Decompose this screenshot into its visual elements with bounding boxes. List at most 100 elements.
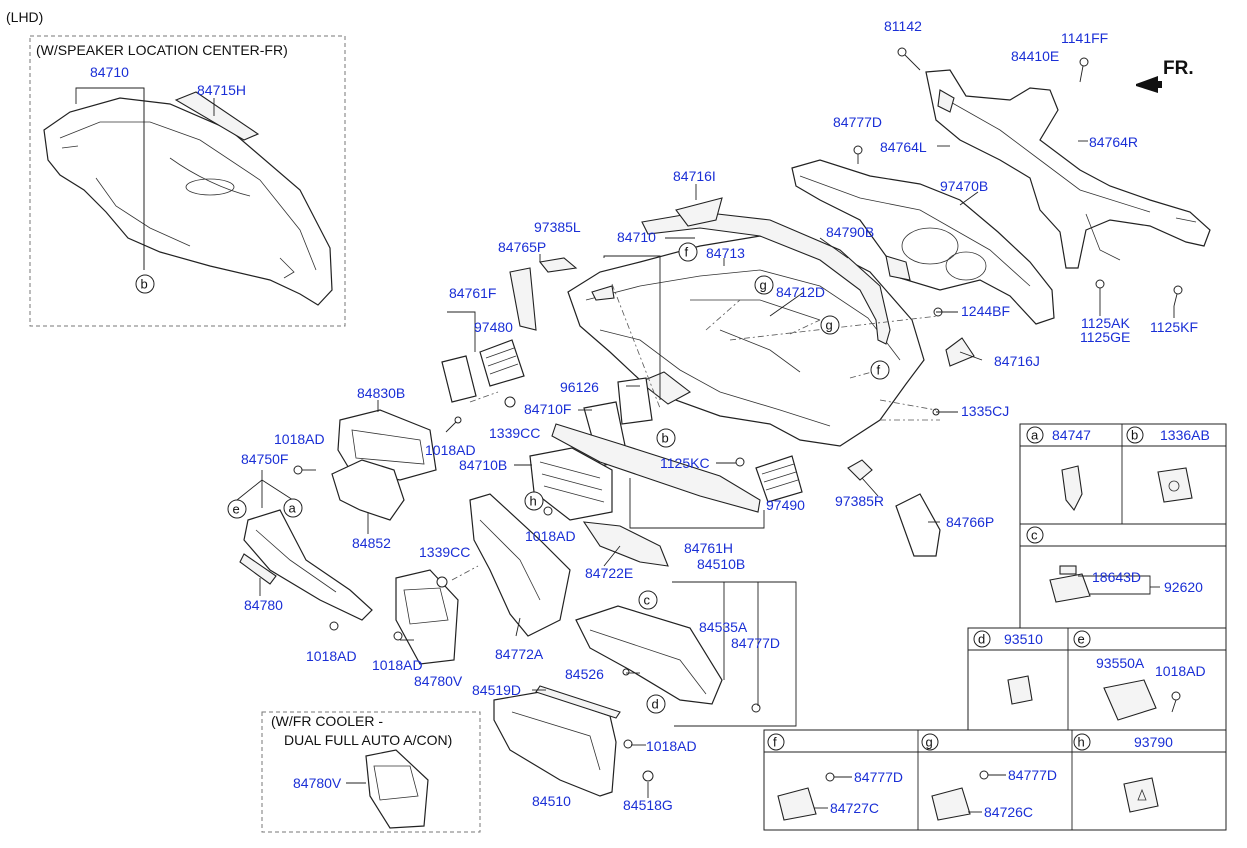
cooler-inset-title-2: DUAL FULL AUTO A/CON) (284, 732, 452, 748)
table-cell-d: d 93510 (973, 630, 1043, 705)
leader-lines (236, 140, 1175, 798)
cooler-switch-panel-drawing (395, 569, 459, 665)
table-g-84777d: 84777D (1008, 767, 1057, 783)
svg-text:b: b (1131, 428, 1138, 443)
table-cell-h: h 93790 (1073, 733, 1173, 813)
speaker-inset-title: (W/SPEAKER LOCATION CENTER-FR) (36, 42, 288, 58)
lower-panel-left-drawing (239, 509, 373, 621)
label-84519d: 84519D (472, 682, 521, 698)
side-vent-right-drawing (755, 455, 803, 503)
label-84750f: 84750F (241, 451, 288, 467)
switch-93550a-drawing (1103, 679, 1157, 721)
table-e-1018ad: 1018AD (1155, 663, 1206, 679)
front-label: FR. (1163, 58, 1194, 79)
ref-b-inset: b (135, 274, 155, 294)
glove-box-housing-drawing (575, 605, 723, 705)
table-cell-g: g 84777D 84726C (921, 733, 1057, 821)
display-bezel-drawing (617, 377, 653, 425)
side-speaker-cover-right (847, 459, 873, 481)
label-84535a: 84535A (699, 619, 748, 635)
table-e-93550a: 93550A (1096, 655, 1145, 671)
ref-f-upper: f (678, 242, 698, 262)
label-84765p: 84765P (498, 239, 546, 255)
ref-g-upper: g (754, 275, 774, 295)
label-1018ad-left: 1018AD (274, 431, 325, 447)
svg-text:d: d (652, 697, 659, 712)
cooler-inset-panel-drawing (365, 749, 429, 829)
side-cover-84766p-drawing (895, 493, 941, 557)
label-1018ad-glovebox: 1018AD (646, 738, 697, 754)
switch-93510-drawing (1007, 675, 1033, 705)
label-96126: 96126 (560, 379, 599, 395)
label-97385r: 97385R (835, 493, 884, 509)
svg-text:f: f (685, 245, 689, 260)
ref-f-lower: f (870, 360, 890, 380)
projection-lines (451, 283, 940, 581)
label-84780: 84780 (244, 597, 283, 613)
svg-text:b: b (662, 431, 669, 446)
side-speaker-cover-left (538, 257, 578, 273)
label-84710: 84710 (617, 229, 656, 245)
table-cell-b: b 1336AB (1126, 426, 1210, 503)
label-97480: 97480 (474, 319, 513, 335)
speaker-grille-drawing (174, 91, 260, 141)
label-84777d-top: 84777D (833, 114, 882, 130)
cluster-housing-drawing (331, 409, 437, 521)
clip-84726c-drawing (931, 787, 971, 821)
svg-text:g: g (826, 318, 833, 333)
label-84510: 84510 (532, 793, 571, 809)
speaker-inset-frame (29, 35, 346, 327)
label-84780v-inset: 84780V (293, 775, 342, 791)
label-84790b: 84790B (826, 224, 874, 240)
label-84764r: 84764R (1089, 134, 1138, 150)
hazard-triangle-icon (1137, 788, 1147, 801)
svg-text:b: b (141, 277, 148, 292)
ref-e-main: e (227, 499, 247, 519)
svg-text:a: a (289, 501, 297, 516)
ref-a-main: a (283, 498, 303, 518)
label-84830b: 84830B (357, 385, 405, 401)
nut-1336ab-drawing (1157, 467, 1193, 503)
svg-text:h: h (1078, 735, 1085, 750)
label-84715h: 84715H (197, 82, 246, 98)
label-84764l: 84764L (880, 139, 927, 155)
table-cell-c: c 18643D 92620 (1026, 526, 1203, 603)
ref-h-main: h (524, 491, 544, 511)
label-84772a: 84772A (495, 646, 544, 662)
label-1339cc-upper: 1339CC (489, 425, 540, 441)
cooler-inset-frame (261, 711, 481, 833)
center-garnish-drawing (551, 423, 761, 513)
svg-text:c: c (1031, 528, 1038, 543)
label-1125kc: 1125KC (660, 455, 710, 471)
windshield-molding-drawing (641, 211, 891, 345)
label-84780v: 84780V (414, 673, 463, 689)
label-1125ge: 1125GE (1080, 329, 1130, 345)
table-f-84777d: 84777D (854, 769, 903, 785)
lamp-92620-drawing (1049, 573, 1091, 603)
table-cell-f: f 84777D 84727C (767, 733, 903, 821)
center-lower-frame-drawing (469, 493, 571, 637)
label-1339cc-lower: 1339CC (419, 544, 470, 560)
ref-b-main: b (656, 428, 676, 448)
label-84777d-glovebox: 84777D (731, 635, 780, 651)
table-f-84727c: 84727C (830, 800, 879, 816)
clip-84747-drawing (1061, 465, 1083, 512)
label-1018ad-cooler: 1018AD (372, 657, 423, 673)
table-cell-a: a 84747 (1026, 426, 1091, 512)
label-84410e: 84410E (1011, 48, 1059, 64)
label-84722e: 84722E (585, 565, 633, 581)
side-vent-left-drawing (441, 339, 525, 403)
duct-assembly-drawing (791, 159, 1055, 325)
label-97490: 97490 (766, 497, 805, 513)
label-84510b: 84510B (697, 556, 745, 572)
label-1125ak: 1125AK (1081, 315, 1130, 331)
label-97385l: 97385L (534, 219, 581, 235)
table-c-18643d: 18643D (1092, 569, 1141, 585)
label-84716i: 84716I (673, 168, 716, 184)
label-97470b: 97470B (940, 178, 988, 194)
table-a-code: 84747 (1052, 427, 1091, 443)
bracket-84722e-drawing (582, 521, 669, 567)
table-h-code: 93790 (1134, 734, 1173, 750)
